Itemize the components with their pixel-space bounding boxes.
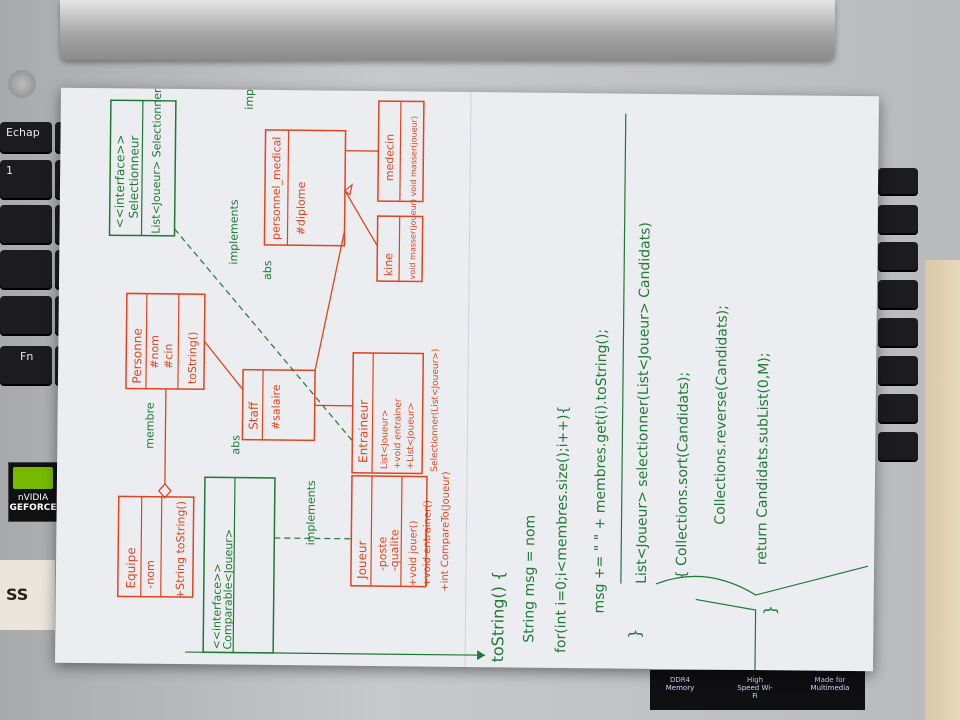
medecin-method: void masser(joueur) xyxy=(409,116,419,197)
code-line-8: Collections.reverse(Candidats); xyxy=(712,305,730,525)
class-medecin-box: medecin void masser(joueur) xyxy=(377,100,425,203)
key-shift[interactable] xyxy=(0,250,52,290)
personne-cin: #cin xyxy=(162,343,175,368)
class-entraineur-box: Entraineur List<Joueur> +void entrainer … xyxy=(351,349,441,475)
intel-sticker: SS xyxy=(0,560,55,630)
equipe-tostring: +String toString() xyxy=(174,501,188,599)
key-right-4[interactable] xyxy=(878,280,918,310)
class-joueur-box: Joueur -poste -qualite +void jouer() +vo… xyxy=(350,471,452,592)
key-right-7[interactable] xyxy=(878,394,918,424)
code-tostring: toString() { String msg = nom for(int i=… xyxy=(488,329,644,663)
code-line-6: List<Joueur> selectionner(List<Joueur> C… xyxy=(634,222,654,584)
implements-label-2: implements xyxy=(243,88,257,110)
equipe-nom: -nom xyxy=(144,560,157,589)
personne-tostring: toString() xyxy=(186,332,200,385)
joueur-entrainer: +void entrainer() xyxy=(422,500,434,587)
joueur-poste: -poste xyxy=(376,536,389,571)
cloth-edge xyxy=(925,260,960,720)
code-line-4: msg += " " + membres.get(i).toString(); xyxy=(592,329,611,614)
code-line-7: { Collections.sort(Candidats); xyxy=(674,372,692,580)
entraineur-attr: List<Joueur> xyxy=(380,409,391,469)
key-a[interactable] xyxy=(0,205,52,245)
code-line-5: } xyxy=(625,628,644,638)
key-escape[interactable]: Echap xyxy=(0,122,52,154)
personne-title: Personne xyxy=(130,328,145,383)
code-selectionner: List<Joueur> selectionner(List<Joueur> C… xyxy=(634,222,780,615)
class-personne-box: Personne #nom #cin toString() xyxy=(125,292,206,391)
interface-comparable-box: <<interface>> Comparable<Joueur> xyxy=(202,476,276,654)
code-line-10: } xyxy=(761,605,780,615)
joueur-qualite: -qualite xyxy=(388,529,401,571)
class-equipe-box: Equipe -nom +String toString() xyxy=(116,495,195,599)
personnel-medical-diplome: #diplome xyxy=(295,181,309,235)
comparable-stereotype: <<interface>> xyxy=(210,563,224,649)
code-line-1: toString() { xyxy=(488,571,508,663)
screen-hinge xyxy=(60,0,835,60)
key-1[interactable]: 1 xyxy=(0,160,52,200)
class-personnel-medical-box: personnel_medical #diplome xyxy=(263,129,347,247)
code-line-9: return Candidats.subList(0,M); xyxy=(754,352,772,565)
interface-selectionneur-box: <<interface>> Selectionneur List<Joueur>… xyxy=(108,88,177,237)
personnel-medical-title: personnel_medical xyxy=(269,137,283,241)
entraineur-method-1: +void entrainer xyxy=(393,398,404,469)
key-right-2[interactable] xyxy=(878,205,918,235)
key-right-6[interactable] xyxy=(878,356,918,386)
selectionneur-stereotype: <<interface>> xyxy=(113,135,128,229)
medecin-title: medecin xyxy=(383,134,396,181)
class-kine-box: kine void masser(joueur) xyxy=(376,199,424,283)
kine-title: kine xyxy=(382,253,395,277)
implements-label-1: implements xyxy=(227,199,241,264)
code-line-2: String msg = nom xyxy=(521,515,538,643)
entraineur-title: Entraineur xyxy=(356,400,371,463)
uml-diagram-drawing: <<interface>> Selectionneur List<Joueur>… xyxy=(108,88,869,671)
key-right-5[interactable] xyxy=(878,318,918,348)
nvidia-sticker: nVIDIA GEFORCE xyxy=(8,462,58,522)
key-right-3[interactable] xyxy=(878,242,918,272)
abs-label-2: abs xyxy=(261,260,274,280)
selectionneur-name: Selectionneur xyxy=(127,136,142,219)
equipe-title: Equipe xyxy=(124,547,138,588)
abs-label-1: abs xyxy=(229,435,242,455)
power-button[interactable] xyxy=(8,70,36,98)
key-right-1[interactable] xyxy=(878,168,918,196)
class-staff-box: Staff #salaire xyxy=(241,368,316,442)
code-line-3: for(int i=0;i<membres.size();i++){ xyxy=(553,406,572,654)
selectionneur-method: List<Joueur> Selectionner(List<Joueur>) xyxy=(150,88,165,234)
comparable-name: Comparable<Joueur> xyxy=(221,529,235,650)
feature-sticker-strip: DDR4 Memory High Speed Wi-Fi Made for Mu… xyxy=(650,670,865,710)
personne-nom: #nom xyxy=(148,335,161,369)
staff-salaire: #salaire xyxy=(269,384,282,430)
key-ctrl[interactable] xyxy=(0,296,52,336)
key-right-8[interactable] xyxy=(878,432,918,462)
key-fn[interactable]: Fn xyxy=(0,346,52,386)
implements-label-3: implements xyxy=(304,480,318,545)
entraineur-method-3: Selectionner(List<Joueur>) xyxy=(430,349,441,472)
staff-title: Staff xyxy=(246,401,260,430)
membre-label: membre xyxy=(143,402,156,449)
entraineur-method-2: +List<Joueur> xyxy=(406,402,417,469)
joueur-jouer: +void jouer() xyxy=(408,520,420,586)
kine-method: void masser(joueur) xyxy=(408,199,418,280)
joueur-title: Joueur xyxy=(355,540,369,580)
joueur-compareto: +int CompareTo(Joueur) xyxy=(440,471,452,592)
handwritten-paper: <<interface>> Selectionneur List<Joueur>… xyxy=(55,87,879,672)
